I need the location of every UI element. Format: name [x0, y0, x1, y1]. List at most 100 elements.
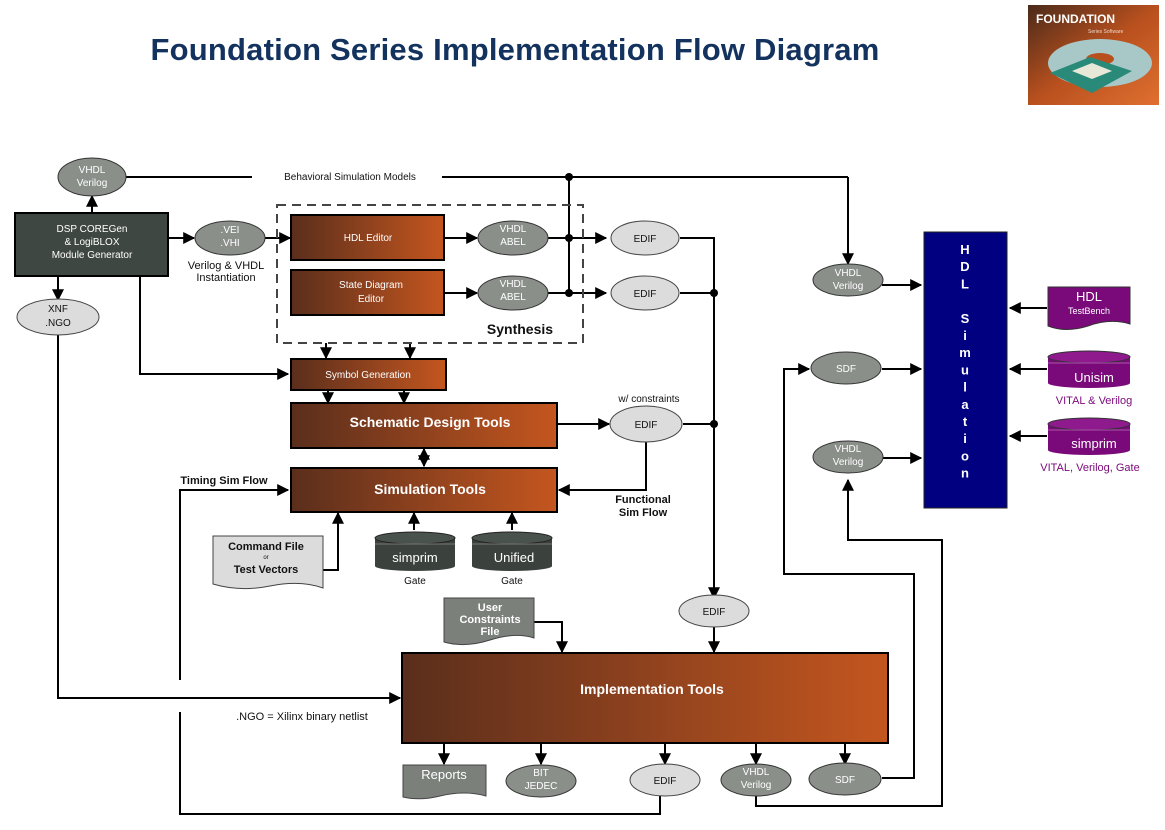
vhdl-verilog-top-oval[interactable]: VHDL Verilog — [57, 157, 127, 197]
edif-mid-oval[interactable]: EDIF — [678, 594, 750, 628]
oval-text: JEDEC — [525, 781, 558, 792]
wire-timing-sim — [179, 484, 290, 680]
box-text: State Diagram — [339, 280, 403, 291]
simprim-database[interactable]: simprim — [374, 531, 456, 571]
hdl-simulation-letter: L — [961, 276, 969, 291]
ngo-note-label: .NGO = Xilinx binary netlist — [236, 711, 368, 723]
hdl-simulation-letter: t — [963, 414, 968, 429]
wire-vhdl-loop — [755, 478, 943, 807]
db-text: simprim — [1071, 436, 1117, 451]
vhdl-verilog-sim-bottom-oval[interactable]: VHDL Verilog — [812, 440, 884, 474]
module-generator-line-1: DSP COREGen — [57, 224, 128, 235]
doc-text: or — [263, 555, 268, 561]
oval-text: VHDL — [500, 224, 527, 235]
unified-database[interactable]: Unified — [471, 531, 553, 571]
oval-text: Verilog — [833, 281, 864, 292]
simulation-tools-box[interactable]: Simulation Tools — [290, 467, 558, 513]
box-text: Editor — [358, 294, 385, 305]
doc-text: Command File — [228, 541, 304, 553]
box-text: Symbol Generation — [325, 370, 411, 381]
hdl-simulation-letter: a — [961, 397, 969, 412]
edif-oval-1[interactable]: EDIF — [610, 220, 680, 256]
hdl-simulation-letter: H — [960, 242, 969, 257]
oval-text: VHDL — [79, 165, 106, 176]
command-file-document[interactable]: Command File or Test Vectors — [212, 535, 324, 590]
doc-text: TestBench — [1068, 306, 1110, 316]
oval-text: .VHI — [220, 238, 239, 249]
junction-dot — [565, 173, 573, 181]
doc-text: HDL — [1076, 289, 1102, 304]
simprim-sim-database[interactable]: simprim — [1047, 417, 1131, 455]
hdl-editor-box[interactable]: HDL Editor — [290, 214, 445, 261]
page-title: Foundation Series Implementation Flow Di… — [150, 32, 880, 67]
hdl-testbench-document[interactable]: HDL TestBench — [1047, 286, 1131, 330]
oval-text: BIT — [533, 768, 549, 779]
behavioral-models-label: Behavioral Simulation Models — [284, 172, 416, 183]
hdl-simulation-letter: n — [961, 466, 969, 481]
box-text: Implementation Tools — [580, 681, 724, 697]
symbol-generation-box[interactable]: Symbol Generation — [290, 358, 447, 391]
doc-text: Test Vectors — [234, 564, 299, 576]
timing-sim-flow-label: Timing Sim Flow — [180, 475, 268, 487]
unisim-database[interactable]: Unisim — [1047, 350, 1131, 388]
wire-functional-sim — [557, 442, 647, 496]
hdl-simulation-letter: o — [961, 448, 969, 463]
junction-dot — [710, 420, 718, 428]
junction-dot — [565, 289, 573, 297]
wire-edif-out-loop — [179, 712, 661, 815]
xnf-ngo-oval[interactable]: XNF .NGO — [16, 298, 100, 336]
vei-vhi-oval[interactable]: .VEI .VHI — [194, 220, 266, 256]
hdl-simulation-letter: i — [963, 328, 967, 343]
junction-dot — [565, 234, 573, 242]
oval-text: VHDL — [835, 268, 862, 279]
oval-text: .NGO — [45, 318, 71, 329]
db-text: simprim — [392, 550, 438, 565]
hdl-simulation-letter: D — [960, 259, 969, 274]
sdf-out-oval[interactable]: SDF — [808, 762, 882, 796]
vhdl-abel-oval-1[interactable]: VHDL ABEL — [477, 220, 549, 256]
edif-oval-2[interactable]: EDIF — [610, 275, 680, 311]
wire-cmd-to-sim — [322, 511, 344, 571]
oval-text: SDF — [835, 775, 855, 786]
oval-text: ABEL — [500, 237, 526, 248]
unisim-caption: VITAL & Verilog — [1056, 395, 1132, 407]
edif-out-oval[interactable]: EDIF — [629, 763, 701, 797]
bit-jedec-oval[interactable]: BIT JEDEC — [505, 764, 577, 798]
oval-text: VHDL — [500, 279, 527, 290]
schematic-design-tools-box[interactable]: Schematic Design Tools — [290, 402, 558, 449]
oval-text: EDIF — [635, 420, 658, 431]
oval-text: SDF — [836, 364, 856, 375]
logo-chip-die — [1072, 63, 1112, 79]
logo-tagline: Series Software — [1088, 29, 1124, 35]
doc-text: User — [478, 602, 503, 614]
reports-document[interactable]: Reports — [402, 764, 487, 800]
unified-caption: Gate — [501, 576, 523, 587]
wire-edif-bus — [680, 237, 720, 600]
box-text: HDL Editor — [344, 233, 393, 244]
user-constraints-file-document[interactable]: User Constraints File — [443, 597, 535, 646]
constraints-label: w/ constraints — [617, 394, 679, 405]
oval-text: Verilog — [833, 457, 864, 468]
module-generator-box[interactable]: DSP COREGen & LogiBLOX Module Generator — [14, 212, 169, 277]
sdf-sim-oval[interactable]: SDF — [810, 351, 882, 385]
oval-text: EDIF — [703, 607, 726, 618]
functional-sim-flow-label-1: Functional — [615, 494, 671, 506]
hdl-simulation-letter: l — [963, 380, 967, 395]
oval-text: EDIF — [634, 234, 657, 245]
vhdl-verilog-out-oval[interactable]: VHDL Verilog — [720, 763, 792, 797]
db-text: Unisim — [1074, 370, 1114, 385]
synthesis-group-box — [276, 204, 584, 344]
instantiation-label-1: Verilog & VHDL — [188, 260, 264, 272]
edif-constraints-oval[interactable]: EDIF — [609, 405, 683, 443]
implementation-tools-box[interactable]: Implementation Tools — [401, 652, 889, 744]
foundation-logo: FOUNDATION Series Software — [1028, 5, 1159, 105]
vhdl-abel-oval-2[interactable]: VHDL ABEL — [477, 275, 549, 311]
vhdl-verilog-sim-top-oval[interactable]: VHDL Verilog — [812, 263, 884, 297]
oval-text: XNF — [48, 304, 68, 315]
functional-sim-flow-label-2: Sim Flow — [619, 507, 668, 519]
state-diagram-editor-box[interactable]: State Diagram Editor — [290, 269, 445, 316]
hdl-simulation-letter: i — [963, 431, 967, 446]
